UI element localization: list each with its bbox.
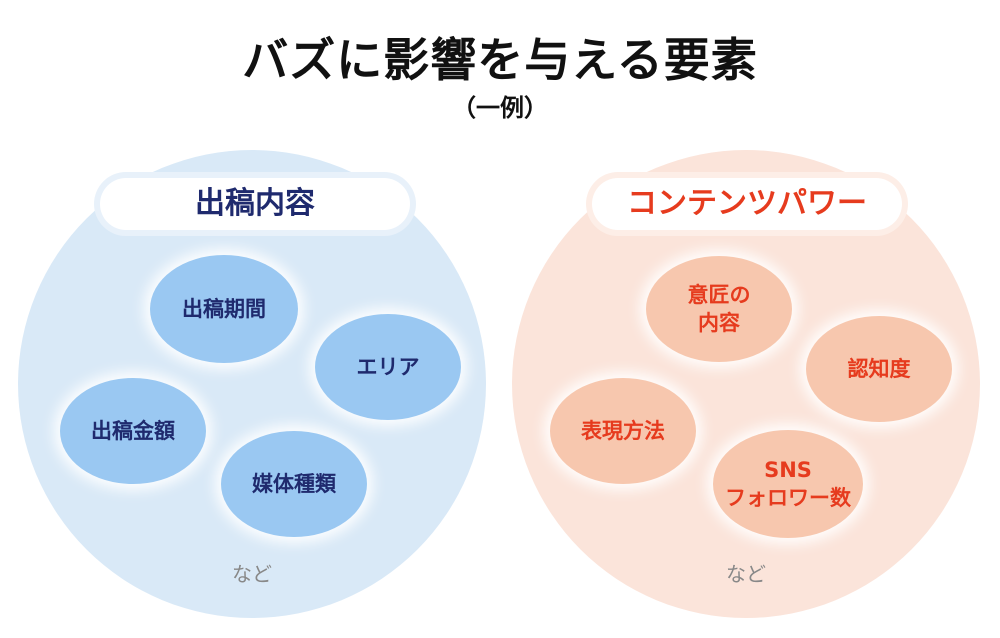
bubble-sns-followers: SNS フォロワー数: [713, 430, 863, 538]
diagram-subtitle: （一例）: [452, 94, 548, 122]
diagram-title: バズに影響を与える要素: [242, 33, 758, 87]
right-etc-label: など: [726, 562, 766, 586]
left-group-label: 出稿内容: [100, 178, 410, 230]
bubble-area: エリア: [315, 314, 461, 420]
right-group-label: コンテンツパワー: [592, 178, 902, 230]
bubble-publication-cost: 出稿金額: [60, 378, 206, 484]
bubble-publication-period: 出稿期間: [150, 255, 298, 363]
left-etc-label: など: [232, 562, 272, 586]
bubble-media-type: 媒体種類: [221, 431, 367, 537]
bubble-expression-method: 表現方法: [550, 378, 696, 484]
bubble-recognition: 認知度: [806, 316, 952, 422]
bubble-design-content: 意匠の 内容: [646, 256, 792, 362]
